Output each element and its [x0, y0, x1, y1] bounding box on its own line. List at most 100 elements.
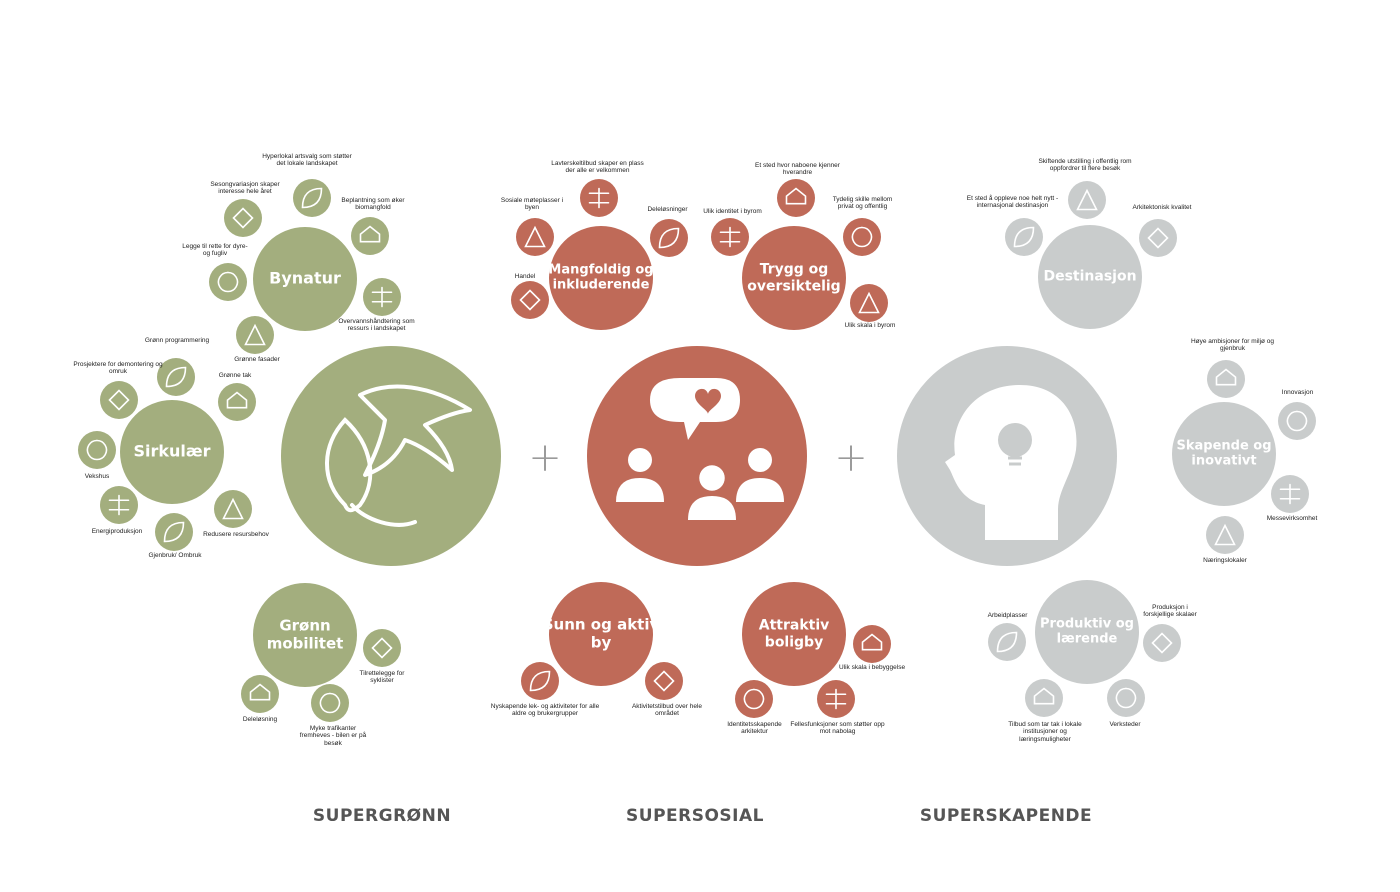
- meeting-icon: [524, 225, 546, 248]
- icon-circle-green-facade-icon: [236, 316, 274, 354]
- recycle-icon: [163, 521, 185, 543]
- icon-circle-tools-icon: [1107, 679, 1145, 717]
- cluster-circle-produktiv: [1035, 580, 1139, 684]
- pillar-circle-supergronn: [281, 346, 501, 566]
- worker-icon: [1151, 632, 1173, 654]
- cluster-title-skapende: Skapende og inovativt: [1176, 438, 1272, 469]
- icon-circle-buildings-icon: [853, 625, 891, 663]
- bynatur-item-caption: Grønne fasader: [234, 356, 280, 363]
- greenhouse-icon: [86, 439, 108, 461]
- pillar-label-superskapende: SUPERSKAPENDE: [919, 806, 1093, 826]
- icon-circle-hands-plant-icon: [214, 490, 252, 528]
- bynatur-item-caption: Legge til rette for dyre- og fugliv: [182, 243, 248, 258]
- cluster-title-sirkular: Sirkulær: [133, 441, 211, 461]
- leaf-icon: [325, 417, 417, 527]
- sunn-item-caption: Nyskapende lek- og aktiviteter for alle …: [490, 703, 600, 718]
- icon-circle-playground-icon: [521, 662, 559, 700]
- icon-circle-private-public-icon: [843, 218, 881, 256]
- bynatur-item-caption: Beplantning som øker biomangfold: [341, 197, 405, 212]
- icon-circle-skyline-icon: [735, 680, 773, 718]
- produktiv-item-caption: Verksteder: [1109, 721, 1141, 728]
- person-body-icon: [616, 478, 664, 502]
- sharing-icon: [658, 227, 680, 249]
- person-body-icon: [688, 496, 736, 520]
- seasons-icon: [232, 207, 254, 229]
- sunn-item-caption: Aktivitetstilbud over hele området: [631, 703, 703, 718]
- sirkular-item-caption: Energiproduksjon: [91, 528, 143, 535]
- icon-circle-cyclist-icon: [363, 629, 401, 667]
- sirkular-item-caption: Grønne tak: [218, 372, 252, 379]
- wave-icon: [1215, 368, 1237, 386]
- butterfly-icon: [217, 271, 239, 293]
- icon-circle-tulip-icon: [351, 217, 389, 255]
- lightbulb-icon: [1286, 410, 1308, 432]
- person-head-icon: [628, 448, 652, 472]
- mangfoldig-item-caption: Sosiale møteplasser i byen: [500, 197, 564, 212]
- pillar-label-supergronn: SUPERGRØNN: [312, 806, 452, 826]
- skapende-item-caption: Messevirksomhet: [1266, 515, 1318, 522]
- cluster-circle-sunn: [549, 582, 653, 686]
- sirkular-item-caption: Grønn programmering: [144, 337, 210, 344]
- trygg-item-caption: Ulik identitet i byrom: [703, 208, 762, 215]
- icon-circle-lightbulb-icon: [1278, 402, 1316, 440]
- icon-circle-teacher-icon: [1025, 679, 1063, 717]
- pillar-label-supersosial: SUPERSOSIAL: [626, 806, 764, 826]
- skapende-item-caption: Høye ambisjoner for miljø og gjenbruk: [1190, 338, 1275, 353]
- architecture-icon: [1147, 227, 1169, 249]
- destinasjon-item-caption: Arkitektonisk kvalitet: [1132, 204, 1192, 211]
- sirkular-item-caption: Redusere resursbehov: [203, 531, 269, 538]
- cluster-circle-bynatur: [253, 227, 357, 331]
- pillar-circle-supersosial: [587, 346, 807, 566]
- star-icon: [1076, 188, 1098, 211]
- person-head-icon: [699, 465, 725, 491]
- icon-circle-greenhouse-icon: [78, 431, 116, 469]
- person-head-icon: [748, 448, 772, 472]
- buildings-icon: [861, 633, 883, 651]
- icon-circle-leaf-icon: [293, 179, 331, 217]
- mangfoldig-item-caption: Deleløsninger: [647, 206, 688, 213]
- skapende-item-caption: Næringslokaler: [1203, 557, 1247, 564]
- crowd-icon: [588, 187, 610, 209]
- playground-icon: [529, 670, 551, 692]
- trygg-item-caption: Et sted hvor naboene kjenner hverandre: [755, 162, 840, 177]
- boligby-item-caption: Fellesfunksjoner som støtter opp mot nab…: [790, 721, 885, 736]
- cluster-circle-mobilitet: [253, 583, 357, 687]
- icon-circle-butterfly-icon: [209, 263, 247, 301]
- produktiv-item-caption: Tilbud som tar tak i lokale institusjone…: [1008, 721, 1082, 743]
- pedestrian-icon: [319, 692, 341, 714]
- cluster-title-boligby: Attraktiv boligby: [758, 617, 830, 650]
- dots-icon: [719, 226, 741, 248]
- leaf-icon: [301, 187, 323, 209]
- cluster-circle-trygg: [742, 226, 846, 330]
- skapende-item-caption: Innovasjon: [1281, 389, 1314, 396]
- basket-icon: [519, 289, 541, 311]
- icon-circle-meeting-icon: [516, 218, 554, 256]
- private-public-icon: [851, 226, 873, 248]
- bulb-base-icon: [1008, 456, 1022, 466]
- sirkular-item-caption: Gjenbruk/ Ombruk: [148, 552, 202, 559]
- plus-sign-1: +: [528, 435, 562, 481]
- handshake-icon: [785, 187, 807, 205]
- gears-icon: [1279, 483, 1301, 505]
- destinasjon-item-caption: Skiftende utstilling i offentlig rom opp…: [1038, 158, 1132, 173]
- sirkular-item-caption: Vekshus: [84, 473, 110, 480]
- icon-circle-wave-icon: [1207, 360, 1245, 398]
- plus-sign-2: +: [834, 435, 868, 481]
- icon-circle-basket-icon: [511, 281, 549, 319]
- destinasjon-item-caption: Et sted å oppleve noe helt nytt - intern…: [966, 195, 1059, 210]
- mobilitet-item-caption: Myke trafikanter fremheves - bilen er på…: [299, 725, 367, 747]
- cluster-title-destinasjon: Destinasjon: [1043, 268, 1137, 285]
- person-body-icon: [736, 478, 784, 502]
- icon-circle-sharing-icon: [650, 219, 688, 257]
- icon-circle-co2-cloud-icon: [100, 381, 138, 419]
- trygg-item-caption: Tydelig skille mellom privat og offentli…: [832, 196, 893, 211]
- cluster-title-mobilitet: Grønn mobilitet: [266, 616, 344, 652]
- icon-circle-scale-icon: [850, 284, 888, 322]
- green-facade-icon: [244, 323, 266, 346]
- boligby-item-caption: Ulik skala i bebyggelse: [838, 664, 906, 671]
- icon-circle-star-icon: [1068, 181, 1106, 219]
- mangfoldig-item-caption: Lavterskeltilbud skaper en plass der all…: [551, 160, 644, 175]
- icon-circle-bike-share-icon: [241, 675, 279, 713]
- heart-icon: [695, 388, 721, 414]
